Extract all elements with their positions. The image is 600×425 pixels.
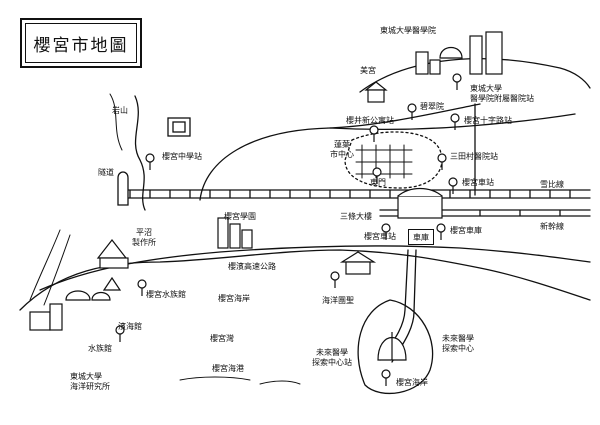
- label-marine-park: 海洋團聖: [322, 296, 354, 305]
- label-mountain: 岩山: [112, 106, 128, 115]
- pin-icon: [115, 73, 462, 386]
- label-station-stop: 櫻宮車站: [364, 232, 396, 241]
- label-sakura-academy: 櫻宮學園: [224, 212, 256, 221]
- label-water-hall: 水族館: [88, 344, 112, 353]
- label-factory-1: 平沼: [136, 228, 152, 237]
- label-sea-route: 櫻宮海港: [212, 364, 244, 373]
- label-university-stop-2: 醫學院附屬醫院站: [470, 94, 534, 103]
- label-hama-hall: 濱海館: [118, 322, 142, 331]
- aquarium-icon: [65, 276, 122, 301]
- label-downtown-2: 市中心: [330, 150, 354, 159]
- label-coast: 櫻宮海岸: [218, 294, 250, 303]
- label-future-med-center-1: 未來醫學: [442, 334, 474, 343]
- label-future-med-stop-1: 未來醫學: [316, 348, 348, 357]
- label-sakuragaoka-stop: 櫻宮車站: [462, 178, 494, 187]
- label-bay: 櫻宮灣: [210, 334, 234, 343]
- mountain-ridge: [134, 95, 146, 211]
- label-crossroads-stop: 櫻宮十字路站: [464, 116, 512, 125]
- label-mansion: 美宮: [360, 66, 376, 75]
- label-new-hospital: 碧翠院: [420, 102, 444, 111]
- hut-icon: [339, 251, 377, 275]
- dome-icon: [377, 332, 407, 361]
- label-univ-marine-1: 東城大學: [70, 372, 102, 381]
- label-south-gate: 東門: [370, 178, 386, 187]
- label-future-med-center-2: 探索中心: [442, 344, 474, 353]
- label-aquarium: 櫻宮水族館: [146, 290, 186, 299]
- depot-sign: 車庫: [408, 229, 434, 245]
- label-future-med-stop-2: 探索中心站: [312, 358, 352, 367]
- label-factory-2: 製作所: [132, 238, 156, 247]
- station-icon: [397, 187, 443, 219]
- label-univ-marine-2: 海洋研究所: [70, 382, 110, 391]
- label-sanda-clinic: 三田村醫院站: [450, 152, 498, 161]
- house-icon: [364, 81, 388, 103]
- factory-icon: [96, 239, 129, 269]
- label-sea-harbor: 櫻宮海岸: [396, 378, 428, 387]
- tower-icon: [217, 217, 253, 249]
- label-sanko-bldg: 三條大樓: [340, 212, 372, 221]
- label-middle-school-stop: 櫻宮中學站: [162, 152, 202, 161]
- map-title-frame: 櫻宮市地圖: [20, 18, 142, 68]
- peninsula: [357, 299, 434, 395]
- tunnel-icon: [117, 171, 129, 206]
- lab-icon: [29, 303, 63, 331]
- label-depot-stop: 櫻宮車庫: [450, 226, 482, 235]
- label-downtown-1: 蓮葉: [334, 140, 350, 149]
- label-tunnel: 隧道: [98, 168, 114, 177]
- hospital-icon: [415, 31, 503, 75]
- label-expressway: 櫻濱高速公路: [228, 262, 276, 271]
- label-snow-line: 雪比線: [540, 180, 564, 189]
- road-east: [329, 113, 576, 130]
- school-icon: [167, 117, 191, 137]
- map-title: 櫻宮市地圖: [25, 23, 137, 63]
- hill-outline: [359, 58, 591, 93]
- label-shinkansen: 新幹線: [540, 222, 564, 231]
- label-city-hall-stop: 櫻井新公寓站: [346, 116, 394, 125]
- label-university-hospital: 東城大學醫學院: [380, 26, 436, 35]
- label-university-stop-1: 東城大學: [470, 84, 502, 93]
